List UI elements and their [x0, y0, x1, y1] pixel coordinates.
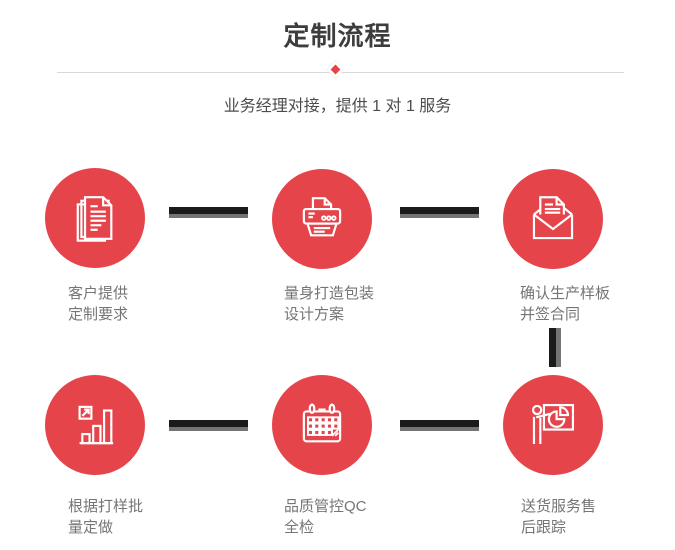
step-label-line: 并签合同 — [520, 306, 581, 323]
step-circle-batch-production — [45, 375, 145, 475]
step-label-line: 送货服务售 — [521, 498, 597, 515]
connector-step4-step5 — [169, 420, 248, 431]
step-label-quality-control: 品质管控QC 全检 — [284, 496, 367, 538]
bar-chart-icon — [78, 405, 114, 445]
step-label-sample-contract: 确认生产样板 并签合同 — [520, 283, 610, 325]
step-label-line: 后跟踪 — [521, 519, 567, 536]
envelope-icon — [532, 196, 574, 240]
step-label-customer-requirements: 客户提供 定制要求 — [68, 283, 128, 325]
step-label-packaging-design: 量身打造包装 设计方案 — [284, 283, 374, 325]
step-circle-quality-control — [272, 375, 372, 475]
connector-step5-step6 — [400, 420, 479, 431]
step-label-line: 定制要求 — [68, 306, 129, 323]
step-circle-sample-contract — [503, 169, 603, 269]
step-label-line: 量定做 — [68, 519, 114, 536]
presentation-icon — [531, 403, 575, 445]
connector-step1-step2 — [169, 207, 248, 218]
diamond-accent-icon — [326, 60, 345, 79]
step-label-line: 根据打样批 — [68, 498, 144, 515]
step-label-batch-production: 根据打样批 量定做 — [68, 496, 143, 538]
connector-step2-step3 — [400, 207, 479, 218]
step-label-delivery-aftersales: 送货服务售 后跟踪 — [521, 496, 596, 538]
connector-step3-step6 — [549, 328, 561, 367]
step-label-line: 确认生产样板 — [520, 285, 611, 302]
step-circle-customer-requirements — [45, 168, 145, 268]
step-circle-packaging-design — [272, 169, 372, 269]
printer-icon — [302, 197, 342, 237]
step-label-line: 客户提供 — [68, 285, 129, 302]
step-circle-delivery-aftersales — [503, 375, 603, 475]
step-label-line: 设计方案 — [284, 306, 345, 323]
documents-icon — [76, 196, 113, 242]
page-title: 定制流程 — [283, 21, 392, 51]
subtitle: 业务经理对接，提供 1 对 1 服务 — [223, 98, 452, 115]
step-label-line: 品质管控QC — [284, 498, 367, 515]
step-label-line: 全检 — [284, 519, 315, 536]
calendar-icon — [302, 403, 342, 443]
step-label-line: 量身打造包装 — [284, 285, 375, 302]
